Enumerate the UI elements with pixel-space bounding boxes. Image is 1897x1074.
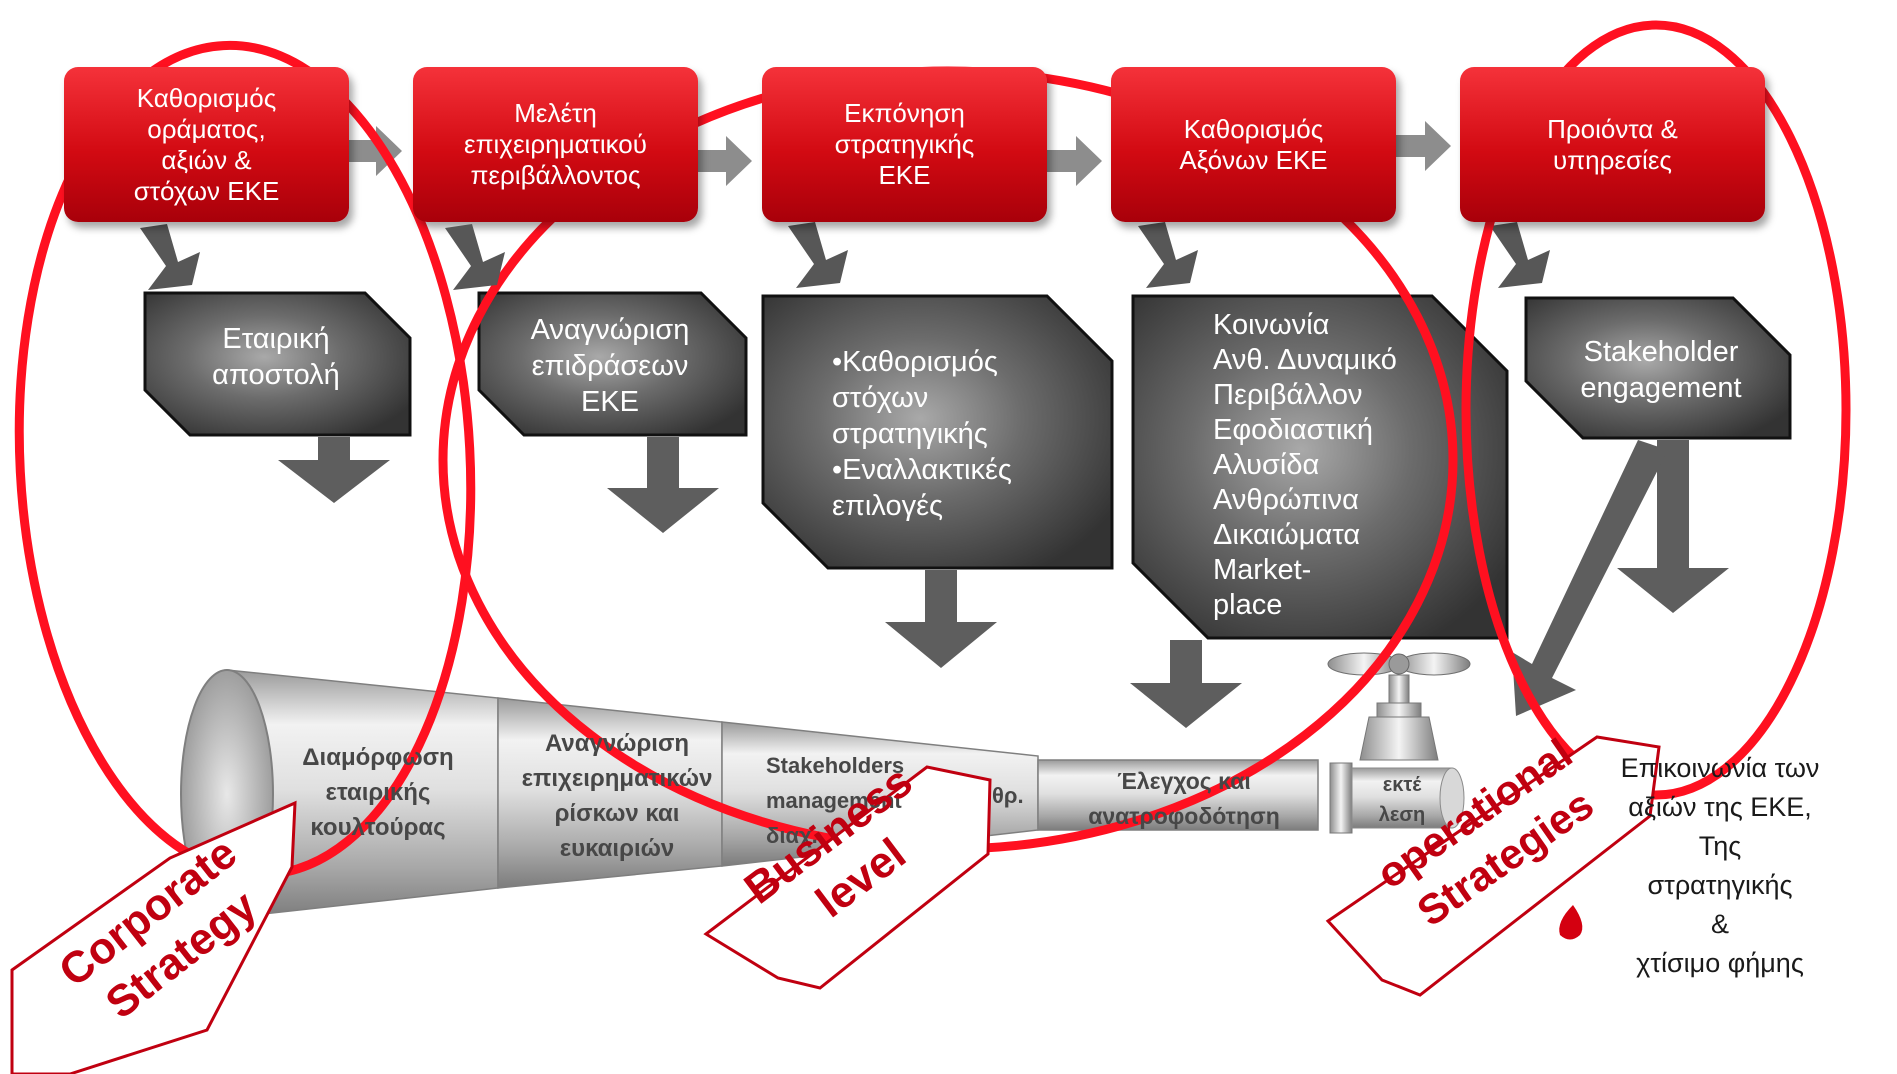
outcome-label-mission: Εταιρική αποστολή [212, 323, 340, 391]
down-arrow-3 [885, 570, 997, 668]
diagonal-arrow-4 [1138, 222, 1198, 288]
pipeline-label-stakeholders-extra: θρ. [992, 783, 1024, 808]
step-label-strategy: Εκπόνηση στρατηγικής ΕΚΕ [834, 98, 975, 190]
down-arrow-1 [278, 437, 390, 503]
outcome-box-3 [761, 294, 1114, 570]
outcome-box-1 [143, 291, 412, 437]
down-arrow-2 [607, 437, 719, 533]
pipeline-label-control: Έλεγχος και ανατροφοδότηση [1088, 768, 1280, 829]
pipeline-label-culture: Διαμόρφωση εταιρικής κουλτούρας [302, 744, 454, 841]
faucet-body [1359, 716, 1439, 761]
step-box-environment: Μελέτη επιχειρηματικού περιβάλλοντος [413, 67, 698, 222]
connector-arrow-2 [692, 136, 752, 186]
step-label-vision: Καθορισμός οράματος, αξιών & στόχων ΕΚΕ [133, 82, 280, 206]
pipeline-label-stakeholders: Stakeholders management διαχ. [766, 753, 905, 848]
diagonal-arrow-3 [788, 222, 848, 288]
step-box-products: Προιόντα & υπηρεσίες [1460, 67, 1765, 222]
step-box-axes: Καθορισμός Αξόνων ΕΚΕ [1111, 67, 1396, 222]
tag-shape-operational [1325, 735, 1661, 997]
step-box-strategy: Εκπόνηση στρατηγικής ΕΚΕ [762, 67, 1047, 222]
outcome-boxes [143, 291, 1792, 640]
down-arrow-4 [1130, 640, 1242, 728]
connector-arrow-4 [1391, 121, 1451, 171]
diagonal-arrow-2 [445, 224, 505, 290]
faucet-hub [1388, 653, 1410, 675]
outcome-box-5 [1524, 296, 1792, 440]
pipe-outlet [1439, 767, 1465, 829]
outcome-label-objectives: •Καθορισμός στόχων στρατηγικής •Εναλλακτ… [832, 346, 1012, 522]
pipeline-label-execution: εκτέ λεση [1378, 774, 1426, 826]
step-label-products: Προιόντα & υπηρεσίες [1547, 113, 1678, 175]
scope-ellipse-operational [1461, 20, 1851, 800]
diagonal-arrow-5 [1490, 222, 1550, 288]
step-label-axes: Καθορισμός Αξόνων ΕΚΕ [1179, 113, 1328, 175]
diagonal-arrows [140, 222, 1550, 290]
long-diagonal-arrow [1512, 440, 1668, 716]
down-arrows [278, 437, 1729, 728]
outcome-label-engagement: Stakeholder engagement [1580, 336, 1742, 404]
tag-shape-corporate [10, 800, 297, 1074]
tag-shape-business [703, 765, 992, 990]
down-arrow-5 [1617, 440, 1729, 613]
outcome-label-impacts: Αναγνώριση επιδράσεων ΕΚΕ [530, 314, 690, 418]
pipe-end [1351, 767, 1453, 829]
step-label-environment: Μελέτη επιχειρηματικού περιβάλλοντος [464, 98, 647, 190]
tag-shapes [10, 735, 1661, 1074]
red-droplet [1559, 905, 1583, 940]
step-box-vision: Καθορισμός οράματος, αξιών & στόχων ΕΚΕ [64, 67, 349, 222]
result-text: Επικοινωνία των αξιών της ΕΚΕ, Της στρατ… [1620, 753, 1820, 978]
connector-arrow-3 [1042, 136, 1102, 186]
outcome-box-2 [477, 291, 748, 437]
pipeline-label-risks: Αναγνώριση επιχειρηματικών ρίσκων και ευ… [521, 730, 713, 862]
outcome-label-axes-list: Κοινωνία Ανθ. Δυναμικό Περιβάλλον Εφοδια… [1213, 309, 1397, 621]
diagonal-arrow-1 [140, 224, 200, 290]
faucet [1327, 652, 1471, 761]
